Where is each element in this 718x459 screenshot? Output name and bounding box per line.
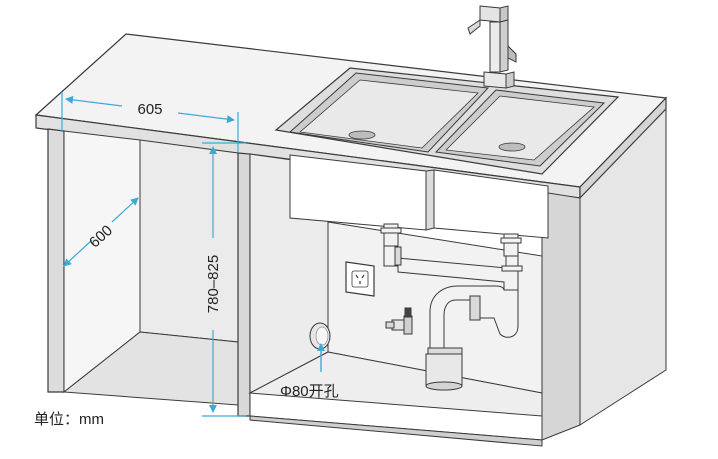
unit-note: 单位：mm: [34, 411, 104, 428]
drain-plumbing: [380, 223, 523, 391]
faucet-icon: [467, 5, 517, 89]
left-cabinet: [47, 128, 251, 417]
height-dimension: 780–825: [202, 142, 246, 417]
width-dimension-label: 605: [137, 101, 162, 118]
sink-basins: [274, 67, 620, 175]
hole-note: Φ80开孔: [280, 383, 339, 400]
sink-bowls-under: [289, 154, 549, 239]
height-dimension-label: 780–825: [205, 255, 222, 313]
drain-left-icon: [348, 130, 376, 140]
drain-right-icon: [498, 142, 526, 152]
wall-socket-icon: [345, 261, 375, 297]
angle-valve-icon: [385, 307, 413, 335]
width-dimension: 605: [61, 92, 239, 152]
pipe-hole: [309, 322, 331, 350]
